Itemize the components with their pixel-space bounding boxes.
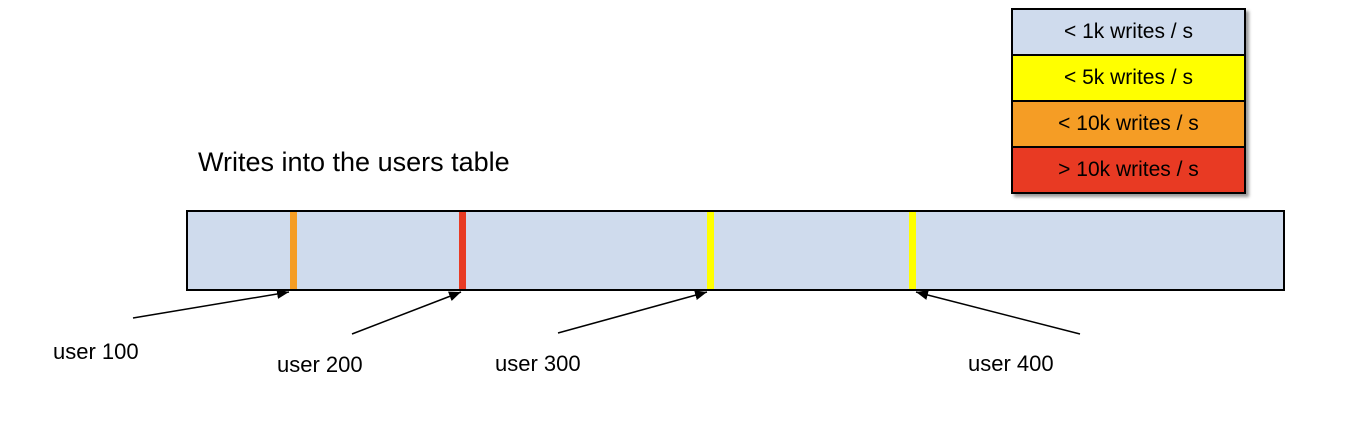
label-user-200: user 200 <box>277 352 363 377</box>
hotspot-tick-user-400 <box>909 212 917 289</box>
arrow-user-100 <box>132 289 290 319</box>
arrow-user-200 <box>351 291 462 335</box>
legend-item-lt-10k: < 10k writes / s <box>1011 100 1246 148</box>
legend-item-lt-5k: < 5k writes / s <box>1011 54 1246 102</box>
arrow-user-300 <box>557 290 708 334</box>
label-user-400: user 400 <box>968 351 1054 376</box>
diagram-title: Writes into the users table <box>198 147 510 177</box>
write-rate-legend: < 1k writes / s < 5k writes / s < 10k wr… <box>1011 8 1246 194</box>
hotspot-tick-user-200 <box>459 212 467 289</box>
arrow-user-400 <box>915 290 1081 335</box>
legend-item-lt-1k: < 1k writes / s <box>1011 8 1246 56</box>
legend-item-gt-10k: > 10k writes / s <box>1011 146 1246 194</box>
hotspot-tick-user-100 <box>289 212 297 289</box>
users-table-bar <box>186 210 1285 291</box>
legend-item-label: < 5k writes / s <box>1064 66 1193 89</box>
legend-item-label: < 10k writes / s <box>1058 112 1199 135</box>
legend-item-label: < 1k writes / s <box>1064 20 1193 43</box>
label-user-300: user 300 <box>495 351 581 376</box>
hotspot-tick-user-300 <box>706 212 714 289</box>
legend-item-label: > 10k writes / s <box>1058 158 1199 181</box>
label-user-100: user 100 <box>53 339 139 364</box>
